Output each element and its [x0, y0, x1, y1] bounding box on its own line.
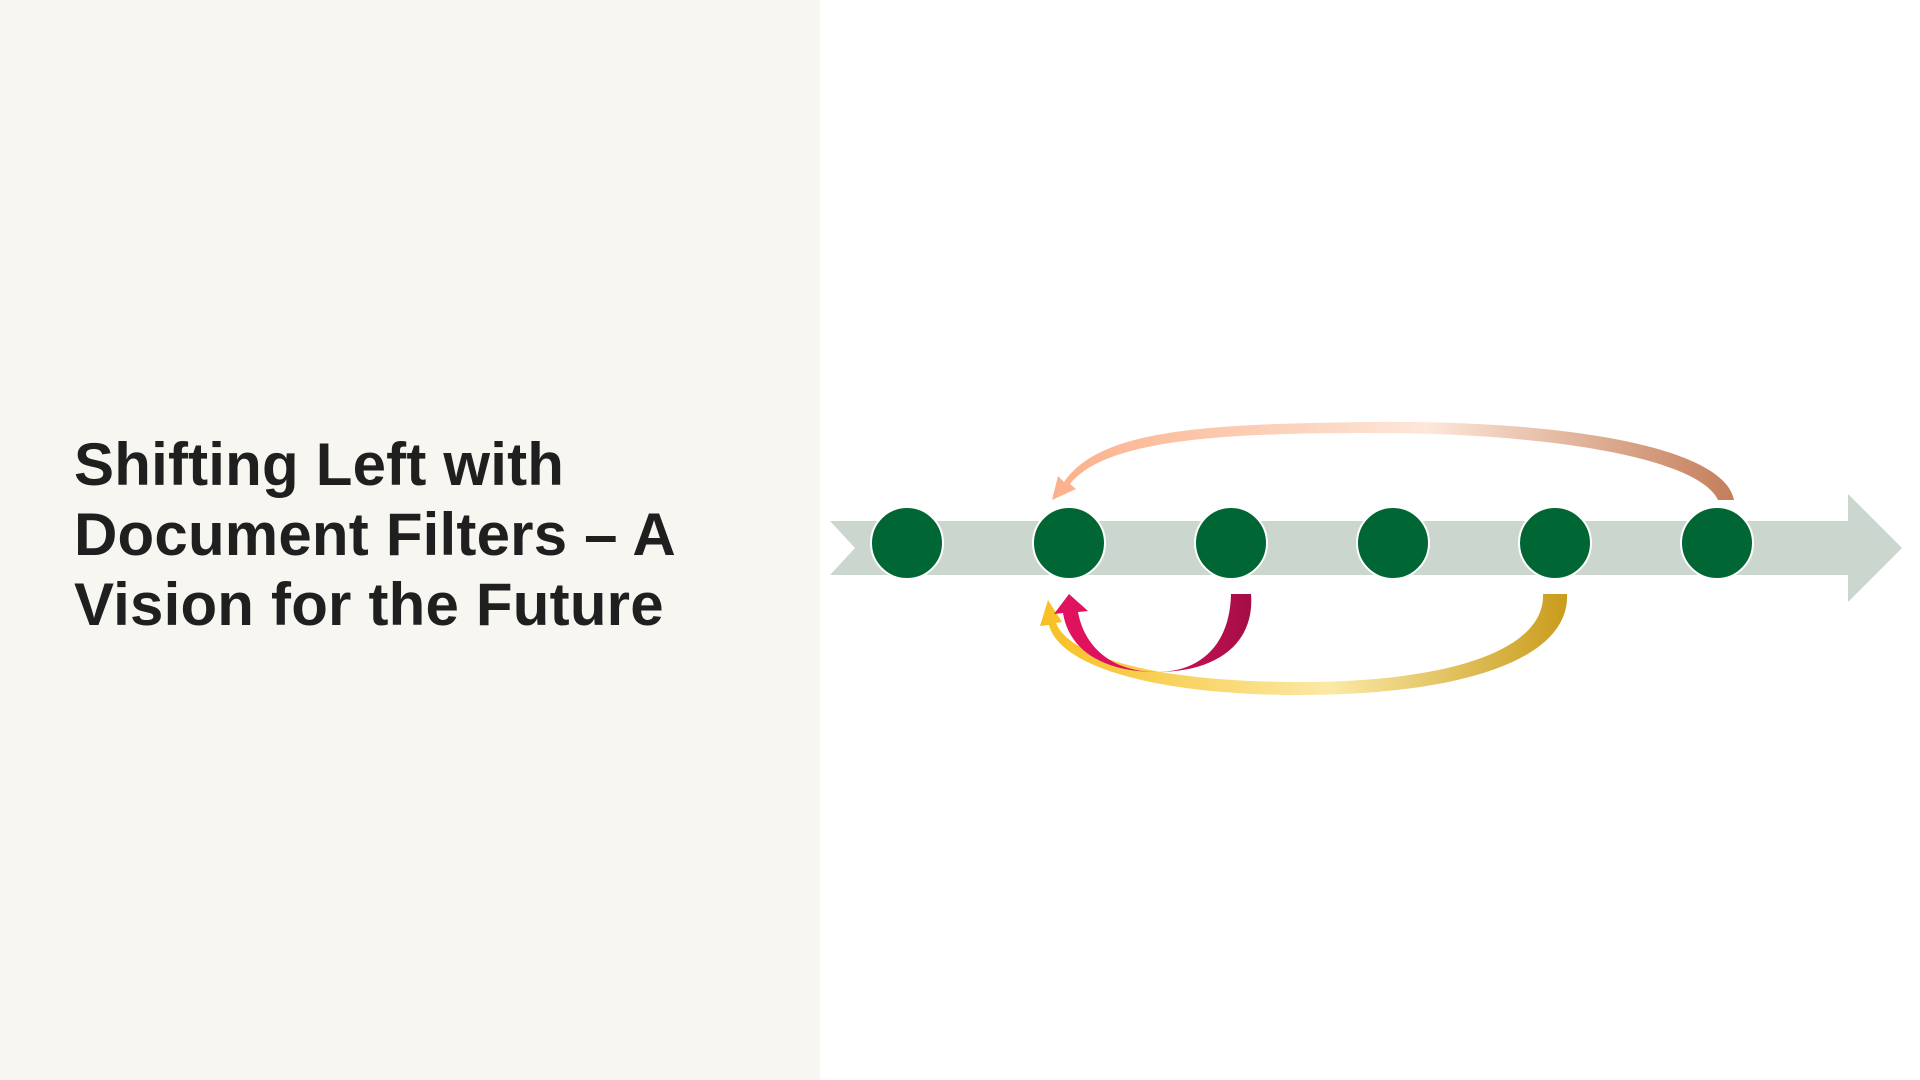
stage-node-6	[1680, 506, 1754, 580]
stage-node-5	[1518, 506, 1592, 580]
stage-node-4	[1356, 506, 1430, 580]
stage-node-3	[1194, 506, 1268, 580]
feedback-arc-top	[1052, 421, 1734, 500]
stage-node-1	[870, 506, 944, 580]
feedback-arc-gold	[1040, 594, 1568, 695]
slide-title: Shifting Left with Document Filters – A …	[74, 431, 674, 638]
stage-node-2	[1032, 506, 1106, 580]
feedback-arc-magenta	[1054, 594, 1252, 672]
title-panel: Shifting Left with Document Filters – A …	[0, 0, 820, 1080]
